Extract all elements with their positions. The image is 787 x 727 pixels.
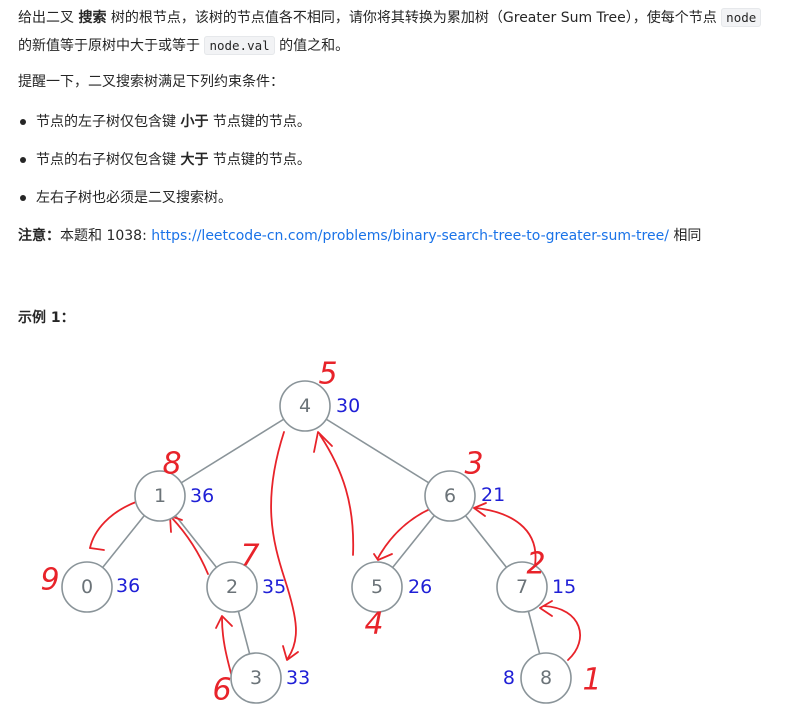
- tree-node-value: 5: [371, 576, 383, 598]
- traversal-arrow: [215, 615, 233, 629]
- traversal-order-label: 3: [464, 447, 483, 482]
- traversal-arrow: [89, 501, 137, 549]
- tree-node: 1 36 8: [134, 447, 214, 522]
- traversal-order-label: 9: [40, 563, 59, 598]
- tree-node: 2 357: [206, 539, 286, 613]
- tree-node: 8 8 1: [503, 652, 602, 704]
- tree-node-sum: 26: [408, 576, 432, 598]
- tree-node-circle: [351, 561, 403, 613]
- constraint-text: 节点键的节点。: [208, 152, 311, 168]
- traversal-order-label: 1: [582, 663, 601, 698]
- traversal-arrow: [319, 434, 355, 556]
- constraint-item: 左右子树也必须是二叉搜索树。: [18, 184, 311, 222]
- tree-node-sum: 36: [116, 575, 140, 597]
- tree-node-value: 0: [81, 576, 93, 598]
- tree-node-value: 4: [299, 395, 311, 417]
- intro-text: 给出二叉: [18, 10, 79, 26]
- tree-node-sum: 21: [481, 484, 505, 506]
- tree-node-circle: [496, 561, 548, 613]
- tree-node-value: 8: [540, 667, 552, 689]
- constraint-text: 左右子树也必须是二叉搜索树。: [36, 190, 232, 206]
- tree-node-value: 3: [250, 667, 262, 689]
- tree-node-circle: [279, 380, 331, 432]
- traversal-arrow: [475, 507, 537, 566]
- example-title: 示例 1：: [18, 310, 75, 326]
- tree-node-value: 2: [226, 576, 238, 598]
- traversal-arrow: [270, 431, 297, 659]
- constraint-item: 节点的左子树仅包含键 小于 节点键的节点。: [18, 108, 311, 146]
- intro-bold-term: 搜索: [78, 10, 107, 26]
- traversal-arrow: [539, 600, 553, 617]
- code-node: node: [721, 8, 762, 27]
- intro-text: 的值之和。: [274, 38, 350, 54]
- constraint-text: 节点键的节点。: [208, 114, 311, 130]
- related-problem-link[interactable]: https://leetcode-cn.com/problems/binary-…: [151, 228, 669, 244]
- constraint-bold: 大于: [180, 152, 209, 168]
- traversal-order-label: 8: [162, 447, 181, 482]
- constraint-item: 节点的右子树仅包含键 大于 节点键的节点。: [18, 146, 311, 184]
- traversal-arrow: [373, 553, 393, 561]
- traversal-arrow: [313, 431, 333, 453]
- note-text: 本题和 1038:: [60, 228, 152, 244]
- constraint-text: 节点的右子树仅包含键: [36, 152, 181, 168]
- reminder-text: 提醒一下，二叉搜索树满足下列约束条件：: [18, 74, 284, 90]
- tree-node-circle: [61, 561, 113, 613]
- traversal-arrow: [171, 517, 209, 575]
- tree-node-sum: 8: [503, 667, 515, 689]
- tree-node-circle: [230, 652, 282, 704]
- traversal-order-label: 4: [364, 607, 383, 642]
- tree-node-circle: [520, 652, 572, 704]
- code-node-val: node.val: [204, 36, 275, 55]
- traversal-arrow: [543, 605, 581, 661]
- tree-node: 7 15 2: [496, 547, 576, 613]
- constraint-bold: 小于: [180, 114, 209, 130]
- traversal-order-label: 2: [526, 547, 545, 582]
- note-label: 注意：: [18, 228, 60, 244]
- note-paragraph: 注意：本题和 1038: https://leetcode-cn.com/pro…: [18, 222, 701, 250]
- tree-node: 4 30 5: [279, 357, 360, 432]
- intro-text: 的新值等于原树中大于或等于: [18, 38, 205, 54]
- tree-node: 5 26 4: [351, 561, 432, 642]
- tree-edge: [159, 405, 306, 497]
- traversal-order-label: 6: [212, 673, 231, 708]
- tree-node-circle: [206, 561, 258, 613]
- tree-node-sum: 35: [262, 576, 286, 598]
- intro-paragraph: 给出二叉 搜索 树的根节点，该树的节点值各不相同，请你将其转换为累加树（Grea…: [18, 4, 778, 60]
- tree-node-value: 7: [516, 576, 528, 598]
- traversal-arrow: [282, 645, 299, 661]
- tree-node-circle: [134, 470, 186, 522]
- tree-node-value: 6: [444, 485, 456, 507]
- tree-node-sum: 15: [552, 576, 576, 598]
- traversal-arrow: [89, 547, 105, 551]
- intro-text: 树的根节点，该树的节点值各不相同，请你将其转换为累加树（Greater Sum …: [106, 10, 722, 26]
- tree-node-circle: [424, 470, 476, 522]
- constraint-list: 节点的左子树仅包含键 小于 节点键的节点。 节点的右子树仅包含键 大于 节点键的…: [18, 108, 311, 222]
- tree-edge: [304, 405, 451, 497]
- traversal-arrow: [377, 507, 433, 559]
- traversal-order-label: 5: [318, 357, 337, 392]
- tree-node-sum: 36: [190, 485, 214, 507]
- traversal-arrow: [473, 502, 487, 517]
- tree-node-sum: 30: [336, 395, 360, 417]
- tree-node: 6 213: [424, 447, 505, 522]
- tree-node-value: 1: [154, 485, 166, 507]
- note-suffix: 相同: [668, 228, 702, 244]
- tree-node-sum: 33: [286, 667, 310, 689]
- traversal-order-label: 7: [240, 539, 259, 574]
- constraint-text: 节点的左子树仅包含键: [36, 114, 181, 130]
- tree-node: 0 36 9: [40, 561, 140, 613]
- traversal-arrow: [221, 617, 233, 678]
